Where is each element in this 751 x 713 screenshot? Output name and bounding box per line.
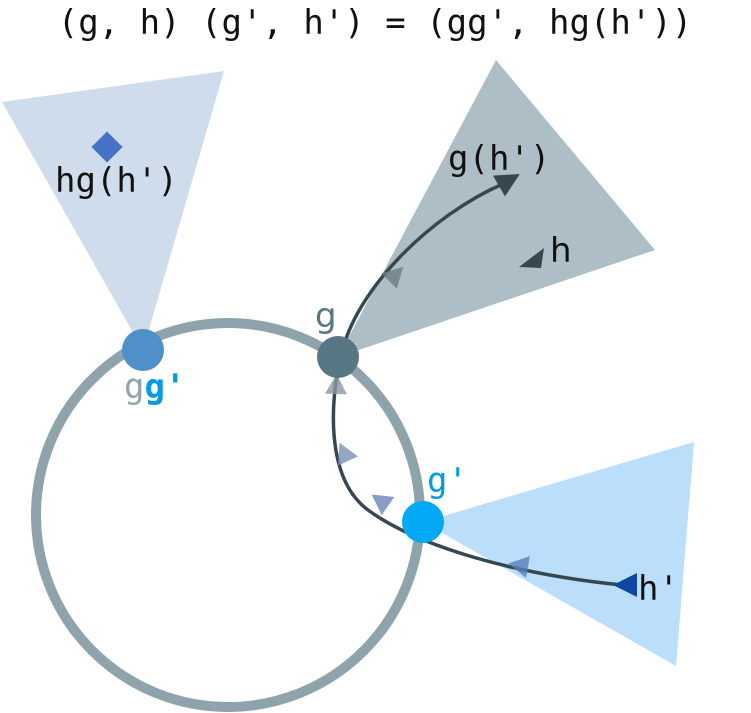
- group-circle: [31, 318, 425, 712]
- gg-prime-point: [122, 329, 164, 371]
- cone-g-prime: [423, 442, 694, 666]
- arrow-marker-3: [338, 442, 358, 466]
- equation: (g, h) (g', h') = (gg', hg(h')): [58, 3, 693, 43]
- g-point: [317, 336, 359, 378]
- h-label: h: [550, 231, 572, 271]
- h-prime-marker: [613, 573, 637, 597]
- g-prime-label: g': [427, 461, 468, 501]
- gg-suffix-label: g': [144, 367, 185, 407]
- composition-curve: [331, 181, 623, 587]
- arrow-marker-4: [325, 374, 347, 395]
- h-marker: [519, 248, 544, 268]
- arrow-marker-5: [381, 266, 404, 289]
- g-h-prime-label: g(h'): [448, 139, 550, 179]
- h-prime-label: h': [638, 569, 679, 609]
- g-prime-point: [402, 501, 444, 543]
- cone-gg-prime: [2, 71, 224, 350]
- cone-g: [338, 60, 655, 357]
- curve-arrowhead: [493, 174, 520, 197]
- g-label: g: [315, 296, 337, 336]
- arrow-marker-1: [508, 556, 530, 578]
- arrow-marker-2: [371, 494, 395, 516]
- gg-prefix-label: g: [124, 367, 144, 407]
- gg-prime-label: gg': [124, 367, 185, 407]
- hg-h-prime-label: hg(h'): [55, 161, 178, 201]
- hg-h-prime-marker: [91, 131, 123, 163]
